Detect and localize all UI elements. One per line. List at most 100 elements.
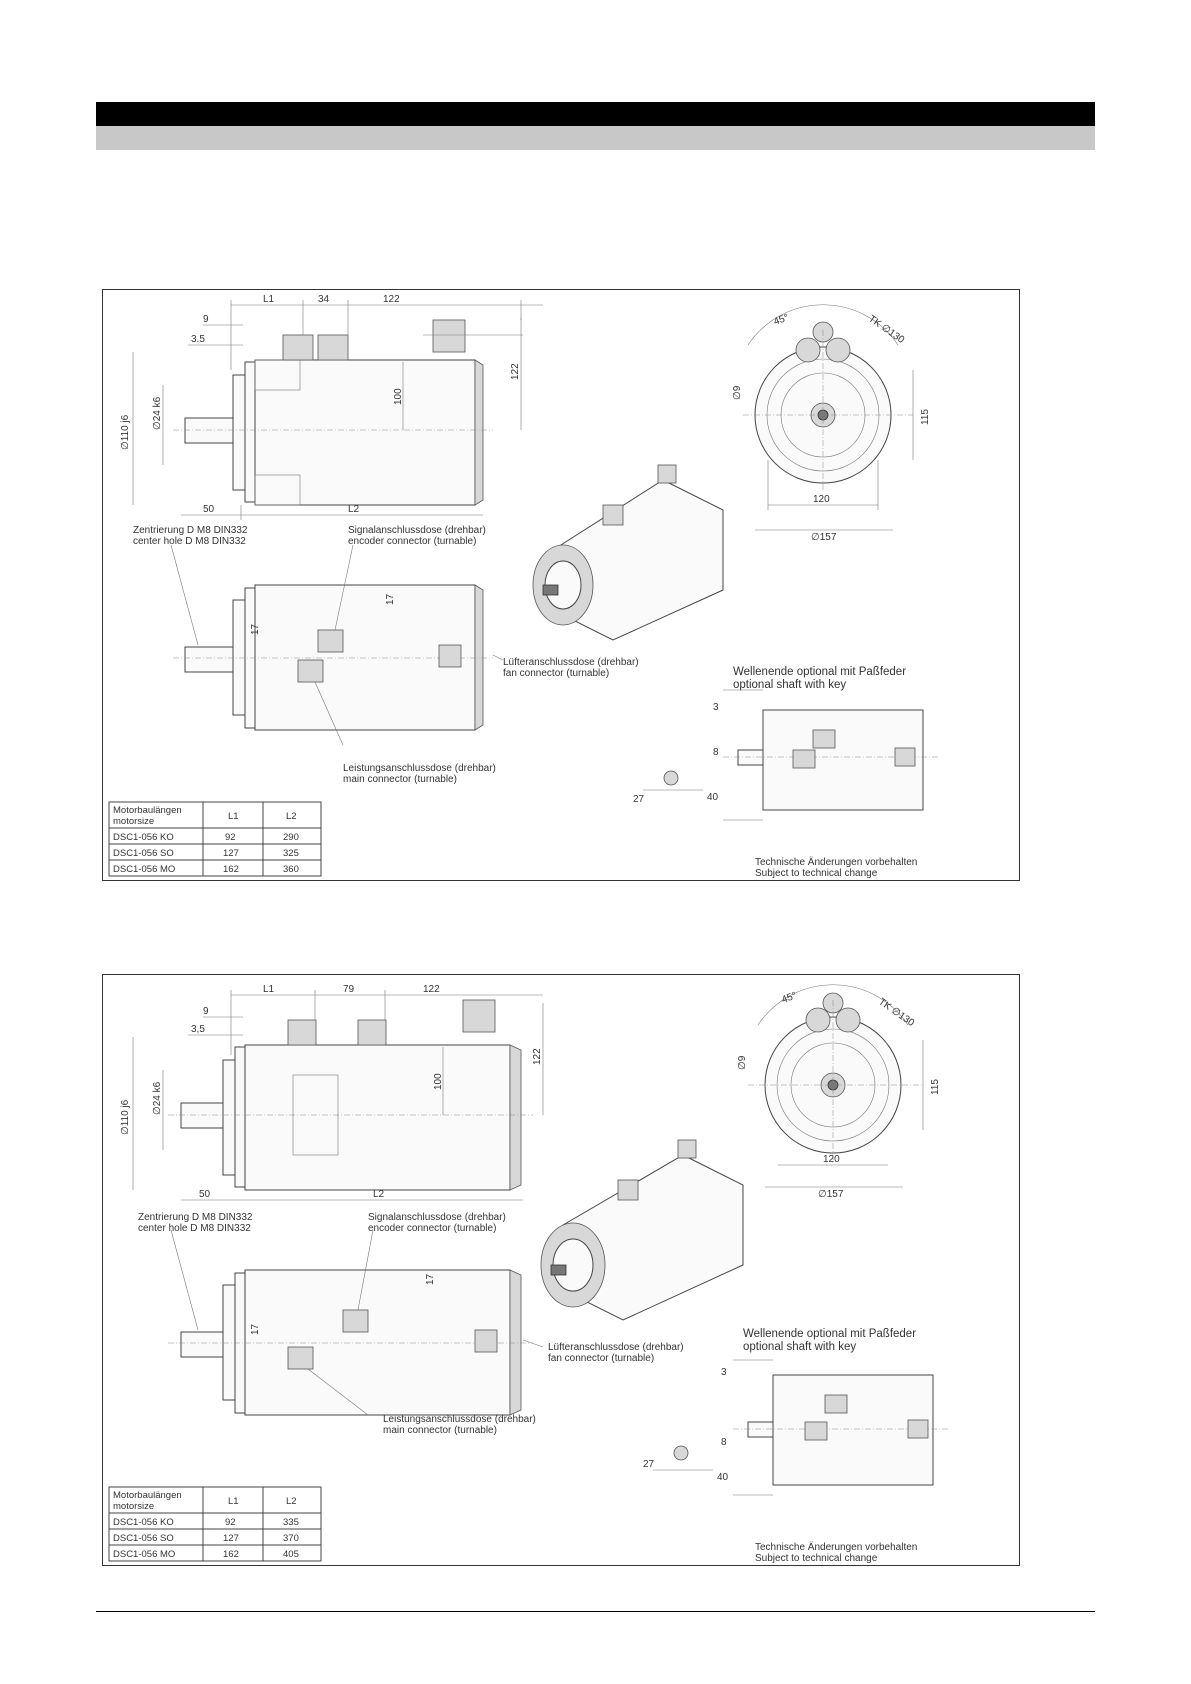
dim-50: 50 [199, 1189, 211, 1200]
dim-79: 79 [343, 984, 355, 995]
shaft-detail-2 [653, 1359, 948, 1496]
note-power-de: Leistungsanschlussdose (drehbar) [383, 1414, 536, 1425]
note-fan-en: fan connector (turnable) [503, 668, 609, 679]
dim-3: 3 [713, 702, 719, 713]
side-view [173, 319, 523, 506]
table-row-3-model: DSC1-056 MO [113, 1549, 175, 1560]
table-row-1-model: DSC1-056 KO [113, 832, 174, 843]
dim-l1: L1 [263, 294, 275, 305]
table-header-en: motorsize [113, 1501, 154, 1512]
note-power-de: Leistungsanschlussdose (drehbar) [343, 763, 496, 774]
note-shaft-en: optional shaft with key [743, 1341, 856, 1353]
drawing-1-svg: L1 34 122 9 3.5 100 122 ∅110 j6 ∅24 k6 5… [108, 294, 938, 879]
dim-dia-110: ∅110 j6 [120, 1099, 131, 1135]
table-row-1-l1: 92 [225, 1517, 236, 1528]
table-row-1-l1: 92 [225, 832, 236, 843]
dim-dia-24: ∅24 k6 [152, 396, 163, 430]
table-col-l1: L1 [228, 811, 239, 822]
table-row-3-l2: 360 [283, 864, 299, 875]
technical-drawing-2: L1 79 122 9 3,5 100 122 ∅110 j6 ∅24 k6 5… [102, 974, 1020, 1566]
dim-45-deg: 45° [772, 312, 790, 328]
footer-rule [96, 1611, 1095, 1612]
note-change-de: Technische Änderungen vorbehalten [755, 1541, 917, 1553]
dim-40: 40 [717, 1472, 729, 1483]
table-row-1-l2: 335 [283, 1517, 299, 1528]
dim-tk-130: TK ∅130 [876, 996, 916, 1029]
note-fan-de: Lüfteranschlussdose (drehbar) [548, 1342, 684, 1353]
note-center-de: Zentrierung D M8 DIN332 [138, 1212, 253, 1223]
technical-drawing-1: L1 34 122 9 3.5 100 122 ∅110 j6 ∅24 k6 5… [102, 289, 1020, 881]
front-view [743, 304, 914, 531]
bottom-view-2 [168, 1229, 544, 1416]
dim-l2: L2 [373, 1189, 385, 1200]
dim-40: 40 [707, 792, 719, 803]
note-shaft-en: optional shaft with key [733, 679, 846, 691]
note-signal-de: Signalanschlussdose (drehbar) [368, 1212, 506, 1223]
isometric-view-2 [540, 1139, 744, 1321]
note-fan-de: Lüfteranschlussdose (drehbar) [503, 657, 639, 668]
table-row-2-l1: 127 [223, 1533, 239, 1544]
dim-17-a: 17 [250, 623, 261, 635]
dim-dia-24: ∅24 k6 [152, 1081, 163, 1115]
dim-27: 27 [633, 794, 645, 805]
dimension-lines-1 [132, 300, 543, 520]
table-row-2-l2: 325 [283, 848, 299, 859]
dim-17-b: 17 [425, 1273, 436, 1285]
table-row-1-model: DSC1-056 KO [113, 1517, 174, 1528]
motorsize-table [108, 801, 322, 877]
dim-3: 3 [721, 1367, 727, 1378]
drawing-2-svg: L1 79 122 9 3,5 100 122 ∅110 j6 ∅24 k6 5… [108, 984, 948, 1564]
dim-100: 100 [393, 388, 404, 405]
dim-115: 115 [920, 409, 931, 425]
dim-122-side: 122 [532, 1048, 543, 1065]
table-header-en: motorsize [113, 816, 154, 827]
note-change-en: Subject to technical change [755, 1553, 878, 1564]
dim-122-top: 122 [383, 294, 400, 305]
dim-17-b: 17 [385, 593, 396, 605]
dim-3-5: 3.5 [191, 334, 205, 345]
shaft-detail [643, 689, 938, 821]
dim-50: 50 [203, 504, 215, 515]
dim-120: 120 [813, 494, 830, 505]
note-signal-en: encoder connector (turnable) [368, 1223, 496, 1234]
table-col-l2: L2 [286, 811, 297, 822]
table-row-2-model: DSC1-056 SO [113, 1533, 174, 1544]
table-row-3-l2: 405 [283, 1549, 299, 1560]
note-center-en: center hole D M8 DIN332 [138, 1223, 251, 1234]
dim-8: 8 [721, 1437, 727, 1448]
dim-l1: L1 [263, 984, 275, 995]
dim-27: 27 [643, 1459, 655, 1470]
dim-100: 100 [433, 1073, 444, 1090]
note-signal-en: encoder connector (turnable) [348, 536, 476, 547]
dim-115: 115 [930, 1079, 941, 1095]
header-bar-gray [96, 126, 1095, 150]
dim-3-5: 3,5 [191, 1024, 205, 1035]
table-row-3-l1: 162 [223, 864, 239, 875]
dimension-lines-2 [132, 990, 544, 1201]
motorsize-table-2 [108, 1486, 322, 1562]
note-center-en: center hole D M8 DIN332 [133, 536, 246, 547]
table-header-de: Motorbaulängen [113, 805, 182, 816]
dim-45-deg: 45° [780, 990, 798, 1006]
dim-122-top: 122 [423, 984, 440, 995]
dim-9: 9 [203, 1006, 209, 1017]
table-col-l2: L2 [286, 1496, 297, 1507]
table-row-3-l1: 162 [223, 1549, 239, 1560]
dim-l2: L2 [348, 504, 360, 515]
table-header-de: Motorbaulängen [113, 1490, 182, 1501]
note-power-en: main connector (turnable) [383, 1425, 497, 1436]
note-shaft-de: Wellenende optional mit Paßfeder [743, 1328, 916, 1340]
dim-dia-9: ∅9 [737, 1055, 748, 1070]
table-col-l1: L1 [228, 1496, 239, 1507]
dim-dia-9: ∅9 [732, 385, 743, 400]
note-fan-en: fan connector (turnable) [548, 1353, 654, 1364]
dim-tk-130: TK ∅130 [866, 313, 906, 346]
bottom-view [170, 544, 504, 746]
front-view-2 [748, 984, 924, 1188]
note-power-en: main connector (turnable) [343, 774, 457, 785]
table-row-1-l2: 290 [283, 832, 299, 843]
header-bar-black [96, 102, 1095, 126]
table-row-2-l1: 127 [223, 848, 239, 859]
note-center-de: Zentrierung D M8 DIN332 [133, 525, 248, 536]
isometric-view [532, 464, 724, 641]
